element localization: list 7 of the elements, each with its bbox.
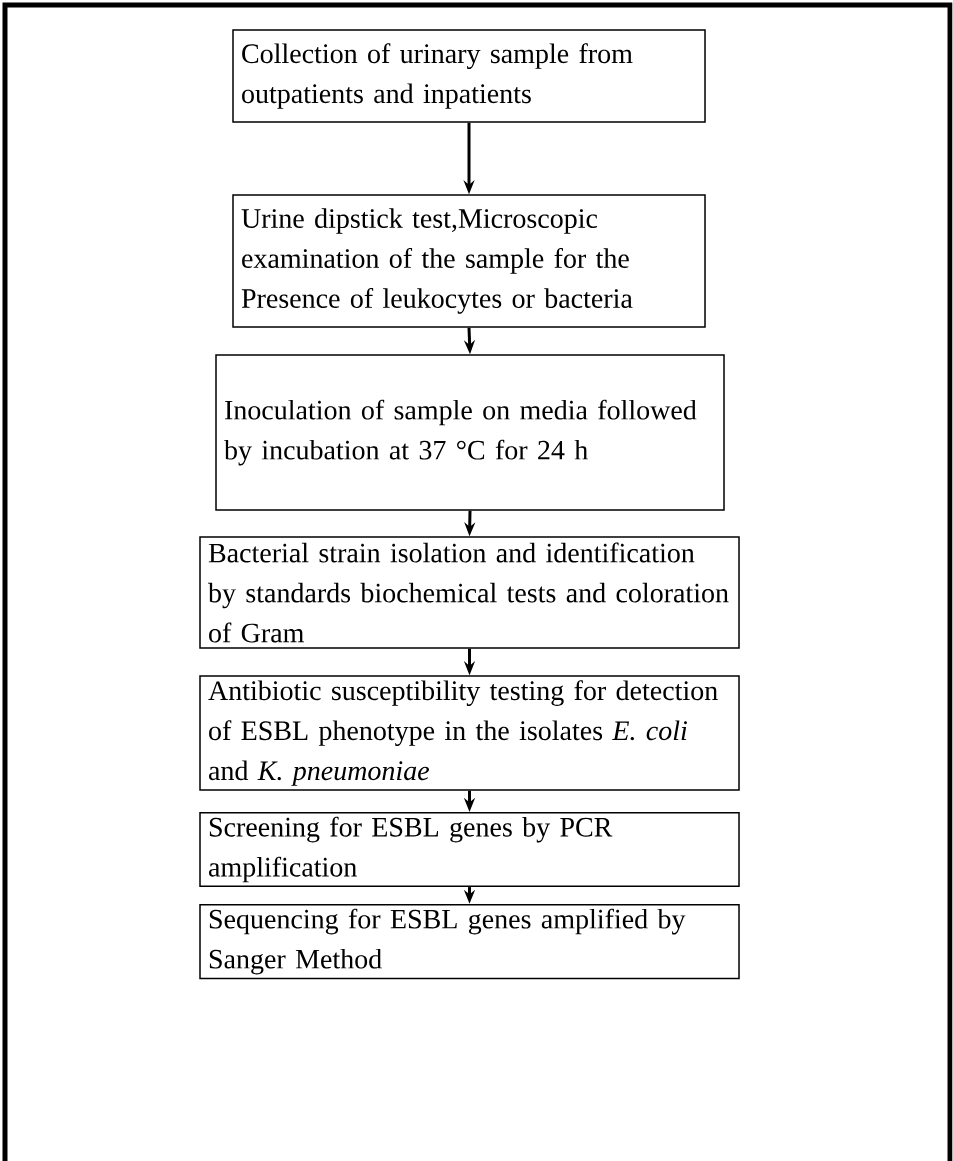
process-box: Sequencing for ESBL genes amplified by Sanger Method <box>199 903 740 980</box>
process-box: Screening for ESBL genes by PCR amplification <box>199 811 740 888</box>
process-box: Bacterial strain isolation and identification by standards biochemical tests and coloration of Gram <box>199 536 740 649</box>
process-box: Antibiotic susceptibility testing for detection of ESBL phenotype in the isolates E. coli and K. pneumoniae <box>199 675 740 791</box>
process-box: Collection of urinary sample from outpatients and inpatients <box>232 29 706 123</box>
process-box: Inoculation of sample on media followed by incubation at 37 °C for 24 h <box>215 354 725 511</box>
process-box: Urine dipstick test,Microscopic examination of the sample for the Presence of leukocytes or bacteria <box>232 194 706 328</box>
